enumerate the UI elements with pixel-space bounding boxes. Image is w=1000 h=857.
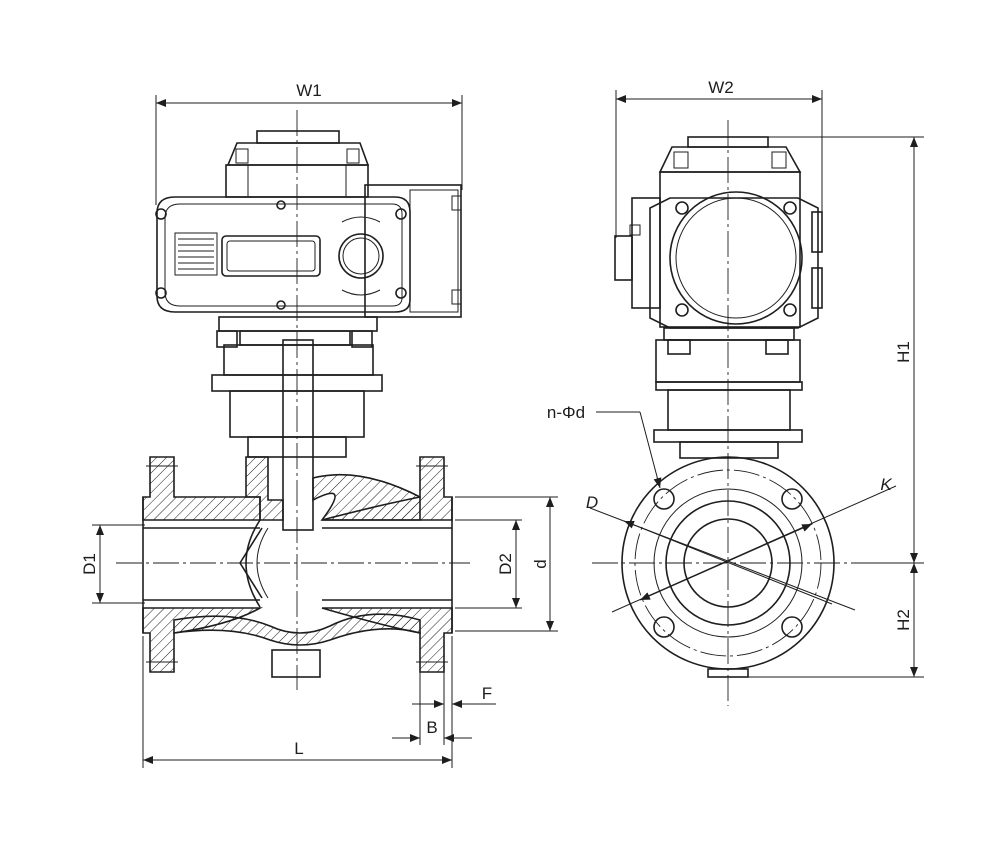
dim-h2: H2 (748, 563, 924, 678)
side-top-cover (658, 136, 802, 173)
screw-icon (395, 287, 407, 299)
label-h1: H1 (894, 341, 913, 363)
dim-w1: W1 (155, 81, 463, 205)
screw-icon (675, 201, 689, 215)
dim-d1: D1 (80, 524, 145, 604)
label-d2: D2 (496, 553, 515, 575)
screw-icon (276, 300, 286, 310)
screw-icon (783, 201, 797, 215)
screw-icon (155, 287, 167, 299)
label-h2: H2 (894, 609, 913, 631)
actuator-body (155, 196, 411, 313)
vent-grille (174, 232, 218, 276)
display-window (221, 235, 321, 277)
label-k: K (880, 475, 892, 494)
dim-d2: D2 (455, 519, 522, 609)
dim-h1: H1 (768, 136, 924, 564)
side-view: D K n-Φd W2 H1 (547, 78, 924, 706)
label-b: B (426, 718, 437, 737)
bolt-hole (781, 488, 803, 510)
control-knob (338, 216, 384, 296)
dim-n-phi-d: n-Φd (547, 403, 662, 489)
actuator-side-box (364, 184, 462, 318)
label-l: L (294, 739, 303, 758)
label-w2: W2 (708, 78, 734, 97)
valve-body-section (142, 456, 453, 678)
bolt-hole (781, 616, 803, 638)
screw-icon (276, 200, 286, 210)
dim-f: F (412, 636, 496, 768)
label-d-outer: D (586, 493, 598, 512)
screw-icon (155, 208, 167, 220)
dim-b: B (392, 672, 472, 745)
dim-w2: W2 (615, 78, 823, 238)
label-d: d (531, 559, 550, 568)
screw-icon (395, 208, 407, 220)
bolt-hole (653, 488, 675, 510)
bolt-hole (653, 616, 675, 638)
label-d1: D1 (80, 553, 99, 575)
side-housing (614, 171, 823, 329)
side-cover-disc (669, 191, 803, 325)
dim-d: d (455, 496, 558, 632)
label-f: F (482, 684, 492, 703)
front-view: W1 D1 D2 d F (80, 81, 558, 768)
screw-icon (783, 303, 797, 317)
label-n-phi-d: n-Φd (547, 403, 585, 422)
screw-icon (675, 303, 689, 317)
label-w1: W1 (296, 81, 322, 100)
dim-l: L (142, 636, 452, 768)
dim-k: K (611, 475, 897, 613)
